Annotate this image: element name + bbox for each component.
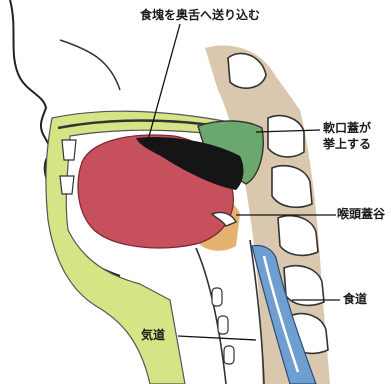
label-trachea: 気道 xyxy=(141,328,165,343)
label-soft-palate-line1: 軟口蓋が xyxy=(323,121,371,136)
label-esophagus: 食道 xyxy=(343,292,367,307)
label-vallecula: 喉頭蓋谷 xyxy=(337,207,385,222)
label-soft-palate-line2: 挙上する xyxy=(323,137,371,152)
label-swallow: 食塊を奥舌へ送り込む xyxy=(140,8,260,23)
